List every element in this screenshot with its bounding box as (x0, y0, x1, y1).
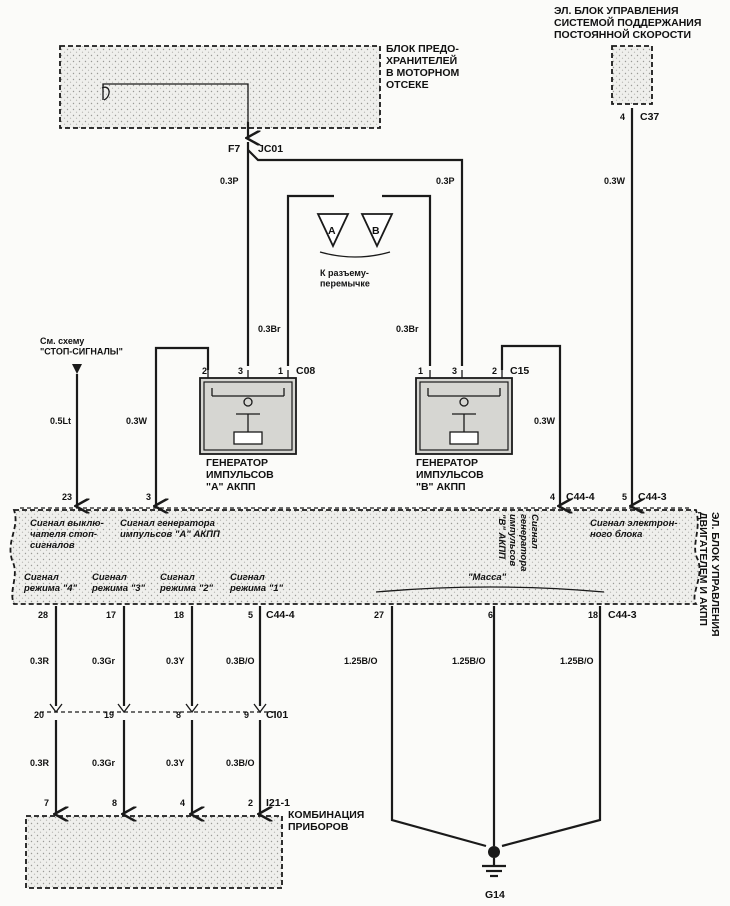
jumper-b-letter: B (372, 225, 380, 237)
stop-signal-reference (72, 364, 82, 486)
pin-gen-b-2: 2 (492, 366, 497, 376)
wire-w-cruise: 0.3W (604, 176, 626, 186)
pin-ecu-27: 27 (374, 610, 384, 620)
pin-ecu-3: 3 (146, 492, 151, 502)
pin-gen-a-1: 1 (278, 366, 283, 376)
wire-ground-2: 1.25B/O (452, 656, 486, 666)
pin-gen-b-3: 3 (452, 366, 457, 376)
pin-ecu-17: 17 (106, 610, 116, 620)
connector-ci01: CI01 (266, 709, 288, 721)
wire-lower-r: 0.3R (30, 758, 50, 768)
stop-ref-label: См. схему"СТОП-СИГНАЛЫ" (40, 336, 123, 356)
pin-gen-a-3: 3 (238, 366, 243, 376)
pin-cluster-8: 8 (112, 798, 117, 808)
jumper-connectors (316, 213, 394, 258)
ecu-label: ЭЛ. БЛОК УПРАВЛЕНИЯДВИГАТЕЛЕМ И АКПП (697, 512, 721, 637)
connector-c15: C15 (510, 365, 529, 377)
wire-gen-a-signal (154, 346, 210, 486)
wire-p-right: 0.3P (436, 176, 455, 186)
engine-transmission-ecu (9, 507, 701, 605)
pin-ecu-6: 6 (488, 610, 493, 620)
wire-lower-y: 0.3Y (166, 758, 185, 768)
wire-p-left: 0.3P (220, 176, 239, 186)
mode-signal-wires (54, 606, 262, 800)
wire-ground-1: 1.25B/O (344, 656, 378, 666)
instrument-cluster (25, 800, 283, 889)
wire-upper-r: 0.3R (30, 656, 50, 666)
connector-c44-3-bottom: C44-3 (608, 609, 637, 621)
connector-c44-3: C44-3 (638, 491, 667, 503)
fuse-box (59, 45, 381, 138)
signal-stop-switch: Сигнал выклю-чателя стоп-сигналов (30, 518, 104, 551)
pin-ecu-18-ground: 18 (588, 610, 598, 620)
wire-upper-gr: 0.3Gr (92, 656, 116, 666)
pin-ci01-19: 19 (104, 710, 114, 720)
pulse-generator-a (199, 370, 297, 455)
wire-br-right: 0.3Br (396, 324, 419, 334)
wire-gen-b-signal (500, 344, 562, 486)
pin-ecu-28: 28 (38, 610, 48, 620)
connector-c44-4-bottom: C44-4 (266, 609, 295, 621)
ground-wires (390, 606, 602, 878)
jumper-label: К разъему-перемычке (320, 268, 370, 288)
pin-ci01-8: 8 (176, 710, 181, 720)
pin-gen-a-2: 2 (202, 366, 207, 376)
ci01-connector (40, 703, 276, 714)
wire-w-gen-b: 0.3W (534, 416, 556, 426)
ground-bracket (375, 586, 605, 593)
connector-jc01: JC01 (258, 143, 283, 155)
pulse-generator-b (415, 370, 513, 455)
pin-ecu-23: 23 (62, 492, 72, 502)
connector-c44-4: C44-4 (566, 491, 595, 503)
wire-lt-stop: 0.5Lt (50, 416, 71, 426)
wire-upper-bo: 0.3B/O (226, 656, 255, 666)
connector-c37: C37 (640, 111, 659, 123)
pin-ci01-9: 9 (244, 710, 249, 720)
pin-gen-b-1: 1 (418, 366, 423, 376)
pin-ecu-4: 4 (550, 492, 555, 502)
connector-f7: F7 (228, 143, 240, 155)
pin-cluster-2: 2 (248, 798, 253, 808)
pin-ecu-5-bottom: 5 (248, 610, 253, 620)
power-wires (246, 108, 634, 486)
wire-lower-gr: 0.3Gr (92, 758, 116, 768)
connector-c08: C08 (296, 365, 315, 377)
wire-br-left: 0.3Br (258, 324, 281, 334)
cruise-control-unit (611, 45, 653, 105)
ground-point-label: G14 (485, 889, 505, 901)
wire-upper-y: 0.3Y (166, 656, 185, 666)
pin-cluster-4: 4 (180, 798, 185, 808)
pin-ecu-5: 5 (622, 492, 627, 502)
wire-ground-3: 1.25B/O (560, 656, 594, 666)
pin-ci01-20: 20 (34, 710, 44, 720)
pin-ecu-18: 18 (174, 610, 184, 620)
jumper-a-letter: A (328, 225, 336, 237)
wire-w-gen-a: 0.3W (126, 416, 148, 426)
wire-lower-bo: 0.3B/O (226, 758, 255, 768)
signal-gen-b: Сигналгенератораимпульсов"В" АКПП (496, 514, 540, 571)
signal-ground: "Масса" (468, 572, 507, 583)
signal-electronic: Сигнал электрон-ного блока (590, 518, 678, 540)
ecu-top-pin-arrows (77, 486, 632, 506)
pin-cluster-7: 7 (44, 798, 49, 808)
pin-c37: 4 (620, 112, 625, 122)
connector-i21-1: I21-1 (266, 797, 290, 809)
